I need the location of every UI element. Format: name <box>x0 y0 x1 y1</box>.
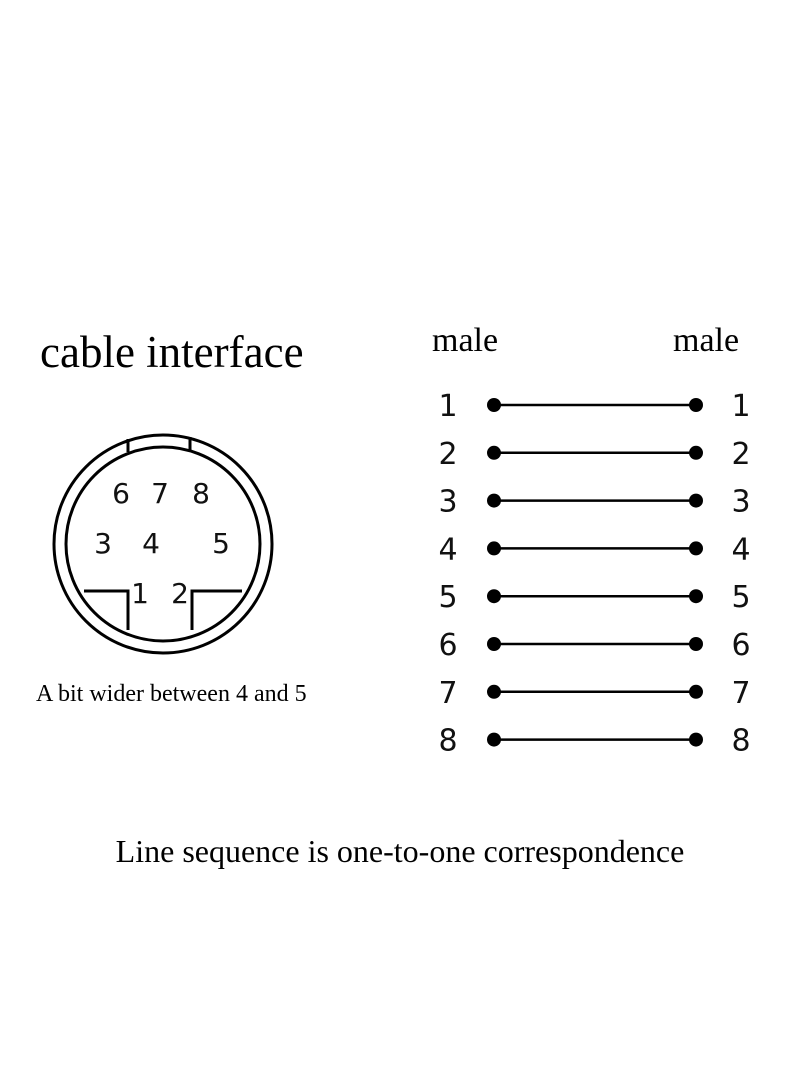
left-pin-label: 5 <box>438 580 457 615</box>
bottom-left-block <box>84 589 130 630</box>
right-pin-label: 1 <box>731 389 750 424</box>
right-wire-terminal <box>689 445 703 460</box>
connector-pin-5: 5 <box>212 527 230 560</box>
diagram-title: cable interface <box>40 327 304 377</box>
right-wire-terminal <box>689 541 703 556</box>
left-pin-label: 6 <box>438 628 457 663</box>
wiring-footer-note: Line sequence is one-to-one corresponden… <box>115 833 685 869</box>
connector-face <box>52 433 274 655</box>
left-pin-label: 3 <box>438 485 457 520</box>
right-wire-terminal <box>689 732 703 747</box>
left-pin-label: 1 <box>438 389 457 424</box>
connector-pin-7: 7 <box>151 477 169 510</box>
connector-outer-ring <box>52 433 274 655</box>
connector-pin-6: 6 <box>112 477 130 510</box>
right-pin-label: 4 <box>731 532 750 567</box>
right-pin-label: 3 <box>731 485 750 520</box>
connector-pin-2: 2 <box>171 577 189 610</box>
right-wire-terminal <box>689 637 703 651</box>
connector-pin-4: 4 <box>142 527 160 560</box>
connector-inner-ring <box>64 445 262 643</box>
right-pin-label: 8 <box>731 724 750 759</box>
left-pin-label: 8 <box>438 724 457 759</box>
connector-pin-3: 3 <box>94 527 112 560</box>
right-pin-label: 5 <box>731 580 750 615</box>
right-wire-terminal <box>689 589 703 604</box>
right-wire-terminal <box>689 398 703 412</box>
left-connector-header: male <box>432 322 499 359</box>
right-wire-terminal <box>689 684 703 699</box>
connector-pin-8: 8 <box>192 477 210 510</box>
right-pin-label: 7 <box>731 676 750 711</box>
connector-note: A bit wider between 4 and 5 <box>36 681 307 707</box>
right-connector-header: male <box>673 322 740 359</box>
left-pin-label: 2 <box>438 437 457 472</box>
left-pin-label: 7 <box>438 676 457 711</box>
right-pin-label: 6 <box>731 628 750 663</box>
left-pin-label: 4 <box>438 532 457 567</box>
right-pin-label: 2 <box>731 437 750 472</box>
connector-pin-1: 1 <box>131 577 149 610</box>
right-wire-terminal <box>689 493 703 508</box>
bottom-right-block <box>190 589 242 630</box>
